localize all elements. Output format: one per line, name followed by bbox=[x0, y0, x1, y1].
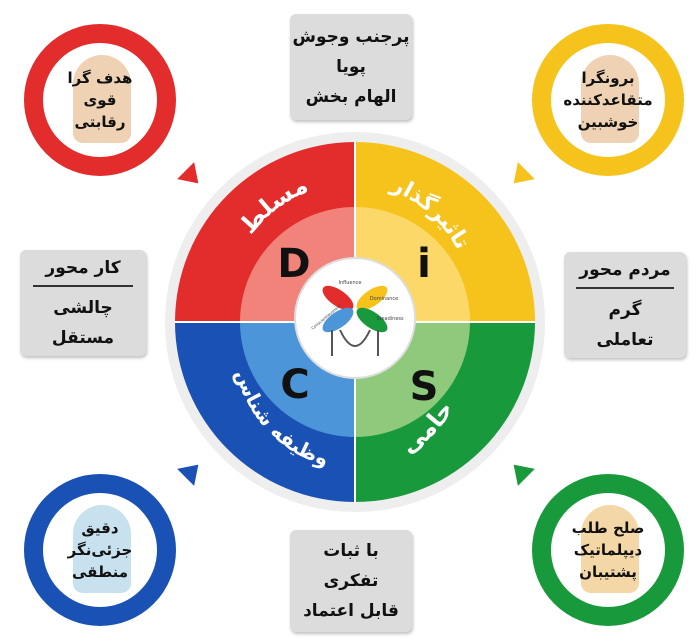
ring-trait: خوشبین bbox=[577, 113, 639, 131]
task-oriented-header: کار محور bbox=[45, 258, 121, 278]
top-trait-1: پرجنب وجوش bbox=[292, 27, 410, 47]
header-divider bbox=[576, 287, 674, 289]
conscientiousness-traits-ring: دقیق جزئی‌نگر منطقی bbox=[24, 474, 176, 626]
task-oriented-box: کار محور چالشی مستقل bbox=[20, 250, 146, 356]
ring-trait: متقاعدکننده bbox=[563, 91, 653, 109]
disc-logo-icon bbox=[322, 285, 388, 356]
header-divider bbox=[32, 285, 134, 287]
ring-trait: منطقی bbox=[71, 563, 128, 581]
head-silhouette-icon bbox=[581, 505, 639, 593]
ring-trait: دیپلماتیک bbox=[573, 541, 643, 559]
logo-label-dominance: Dominance bbox=[370, 296, 398, 302]
ring-trait: دقیق bbox=[81, 519, 119, 537]
head-silhouette-icon bbox=[73, 55, 131, 143]
people-oriented-box: مردم محور گرم تعاملی bbox=[564, 252, 686, 358]
head-silhouette-icon bbox=[73, 505, 131, 593]
ring-trait: قوی bbox=[83, 91, 117, 109]
left-trait-2: مستقل bbox=[51, 328, 115, 348]
logo-label-steadiness: Steadiness bbox=[376, 316, 404, 322]
bottom-trait-2: تفکری bbox=[323, 571, 379, 591]
top-trait-3: الهام بخش bbox=[305, 87, 397, 107]
logo-label-influence: Influence bbox=[338, 280, 361, 286]
letter-i: i bbox=[417, 241, 431, 287]
influence-traits-ring: برونگرا متقاعدکننده خوشبین bbox=[532, 24, 684, 176]
top-trait-2: پویا bbox=[336, 57, 366, 77]
people-oriented-header: مردم محور bbox=[579, 260, 671, 280]
ring-trait: جزئی‌نگر bbox=[67, 541, 133, 559]
head-silhouette-icon bbox=[581, 55, 639, 143]
ring-trait: رقابتی bbox=[74, 113, 126, 131]
letter-c: C bbox=[280, 362, 309, 408]
bottom-trait-3: قابل اعتماد bbox=[303, 601, 399, 621]
letter-d: D bbox=[277, 241, 310, 287]
ring-trait: پشتیبان bbox=[579, 563, 637, 581]
right-trait-2: تعاملی bbox=[596, 330, 654, 350]
bottom-traits-box: با ثبات تفکری قابل اعتماد bbox=[290, 530, 412, 632]
ring-trait: برونگرا bbox=[581, 69, 635, 87]
left-trait-1: چالشی bbox=[53, 298, 113, 318]
bottom-trait-1: با ثبات bbox=[323, 541, 379, 561]
ring-trait: هدف گرا bbox=[67, 69, 133, 87]
top-traits-box: پرجنب وجوش پویا الهام بخش bbox=[290, 14, 412, 120]
ring-trait: صلح طلب bbox=[571, 519, 645, 537]
letter-s: S bbox=[410, 364, 439, 410]
right-trait-1: گرم bbox=[608, 300, 642, 320]
